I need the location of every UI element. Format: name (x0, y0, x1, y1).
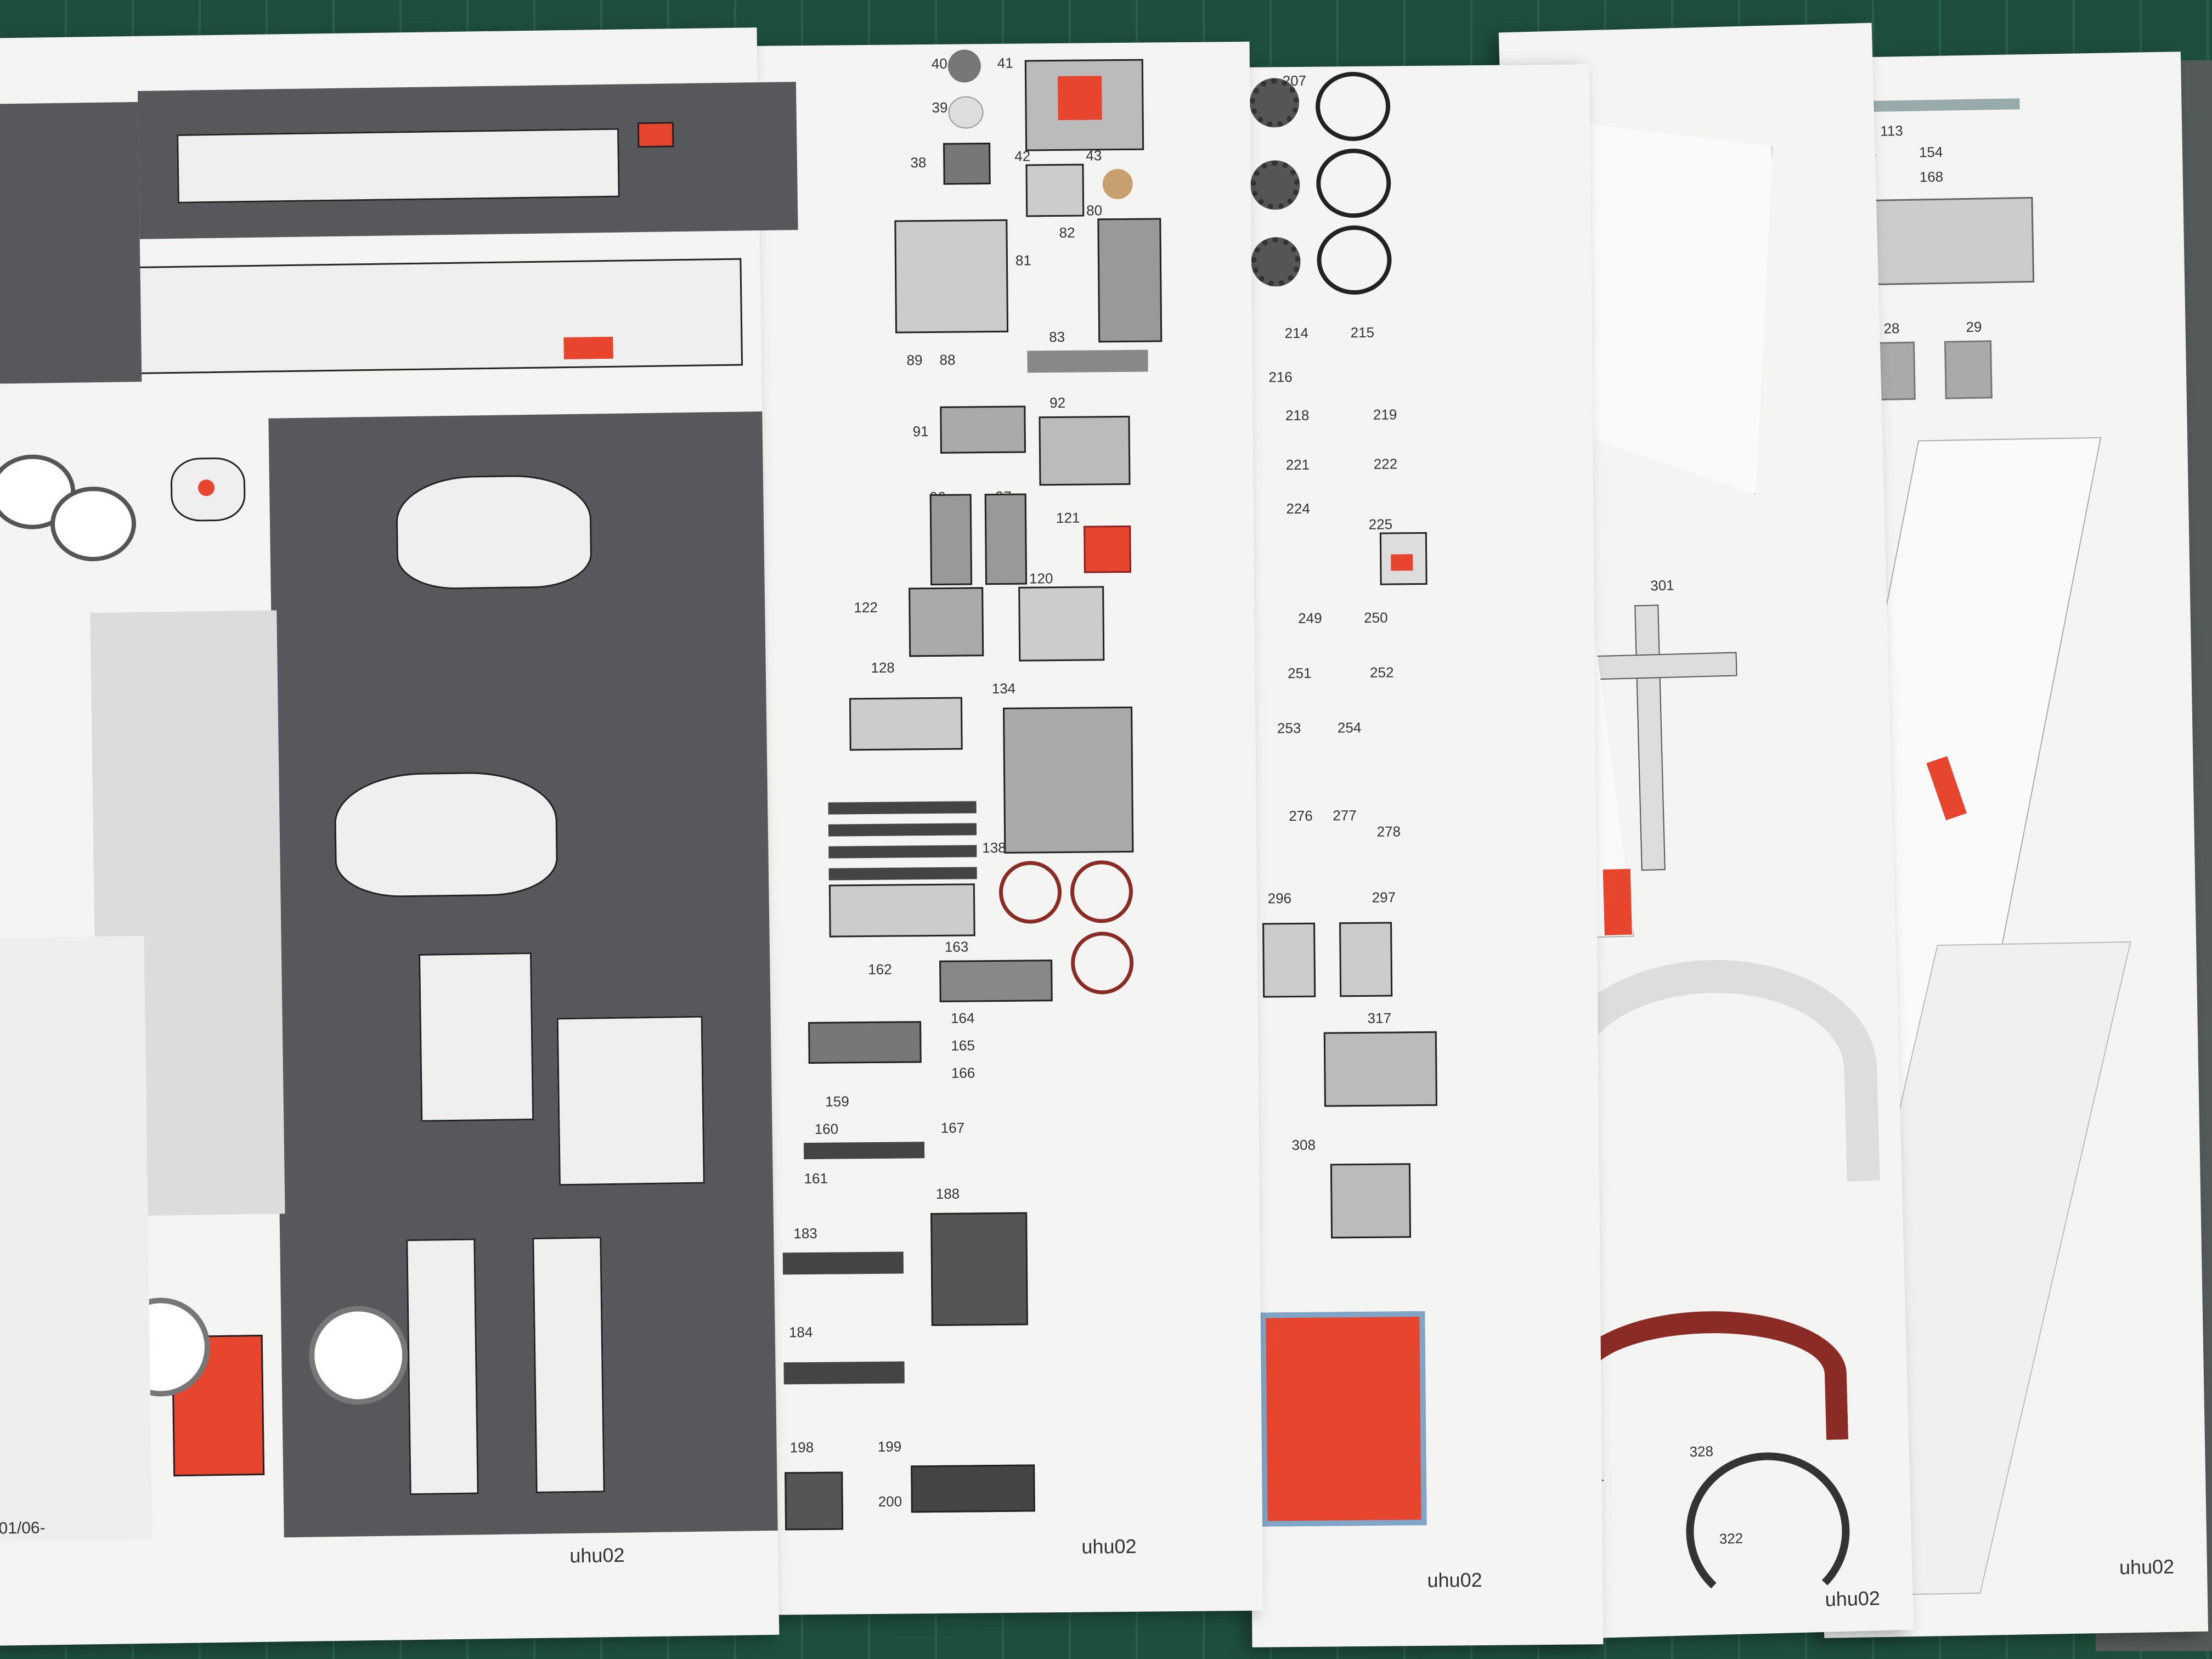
part-number: 322 (1719, 1530, 1743, 1547)
part-number: 113 (1880, 122, 1903, 139)
part-number: 128 (871, 659, 895, 676)
part-number: 219 (1373, 406, 1397, 423)
part-number: 296 (1267, 890, 1292, 907)
part-number: 161 (804, 1170, 828, 1187)
part-number: 81 (1015, 252, 1032, 269)
part-number: 222 (1373, 455, 1398, 472)
part-number: 160 (814, 1120, 839, 1137)
part-number: 122 (854, 599, 878, 616)
part-number: 252 (1369, 664, 1394, 681)
date-fragment: 01/06- (0, 1519, 46, 1538)
part-number: 134 (991, 680, 1016, 697)
part-number: 167 (940, 1119, 965, 1136)
part-number: 159 (825, 1093, 849, 1110)
part-number: 199 (877, 1438, 902, 1455)
part-number: 183 (793, 1224, 817, 1242)
part-number: 218 (1285, 407, 1310, 424)
part-number: 138 (982, 839, 1006, 856)
part-number: 121 (1056, 509, 1080, 527)
part-number: 200 (878, 1493, 902, 1510)
part-number: 164 (950, 1009, 975, 1026)
part-number: 120 (1029, 570, 1053, 587)
part-number: 215 (1350, 324, 1375, 341)
sheet-footer: uhu02 (1081, 1534, 1137, 1558)
sheet-2: 40 41 39 42 43 38 80 82 81 83 89 88 91 9… (728, 41, 1263, 1616)
part-number: 278 (1376, 823, 1401, 840)
sheet-1: 01/06- uhu02 (0, 27, 798, 1646)
part-number: 328 (1689, 1443, 1714, 1460)
part-number: 83 (1049, 328, 1065, 346)
sheet-footer: uhu02 (569, 1543, 625, 1567)
part-number: 276 (1289, 807, 1313, 825)
part-number: 250 (1364, 609, 1388, 626)
sheet-footer: uhu02 (1825, 1587, 1881, 1611)
part-number: 92 (1049, 394, 1066, 411)
part-number: 277 (1333, 807, 1357, 824)
part-number: 38 (910, 154, 927, 171)
part-number: 253 (1277, 719, 1301, 737)
part-number: 29 (1966, 318, 1982, 336)
part-number: 42 (1014, 148, 1031, 165)
part-number: 184 (788, 1323, 813, 1341)
part-number: 249 (1298, 610, 1322, 627)
part-number: 162 (868, 961, 892, 978)
part-number: 297 (1372, 889, 1396, 906)
sheet-footer: uhu02 (1427, 1568, 1482, 1592)
part-number: 165 (951, 1037, 975, 1054)
part-number: 221 (1285, 456, 1310, 473)
part-number: 166 (951, 1064, 975, 1081)
part-number: 225 (1368, 516, 1393, 533)
part-number: 28 (1883, 320, 1900, 337)
part-number: 40 (931, 55, 947, 72)
part-number: 89 (906, 352, 923, 369)
part-number: 82 (1059, 224, 1075, 241)
part-number: 216 (1268, 369, 1293, 386)
part-number: 308 (1291, 1136, 1316, 1154)
part-number: 154 (1918, 143, 1943, 161)
part-number: 301 (1650, 577, 1675, 594)
part-number: 91 (912, 423, 929, 440)
part-number: 198 (789, 1438, 814, 1456)
part-number: 39 (932, 99, 948, 116)
part-number: 251 (1287, 664, 1312, 682)
part-number: 224 (1286, 500, 1310, 517)
part-number: 254 (1337, 719, 1362, 736)
part-number: 43 (1086, 147, 1102, 164)
sheet-footer: uhu02 (2119, 1555, 2175, 1579)
part-number: 41 (997, 54, 1013, 71)
sheet-3: 207 214 215 216 218 219 221 222 224 225 … (1238, 64, 1604, 1647)
part-number: 168 (1919, 168, 1944, 185)
part-number: 88 (939, 351, 956, 368)
part-number: 163 (944, 938, 969, 955)
part-number: 188 (935, 1185, 960, 1202)
part-number: 214 (1284, 324, 1309, 342)
part-number: 80 (1086, 202, 1103, 219)
part-number: 317 (1367, 1009, 1392, 1026)
